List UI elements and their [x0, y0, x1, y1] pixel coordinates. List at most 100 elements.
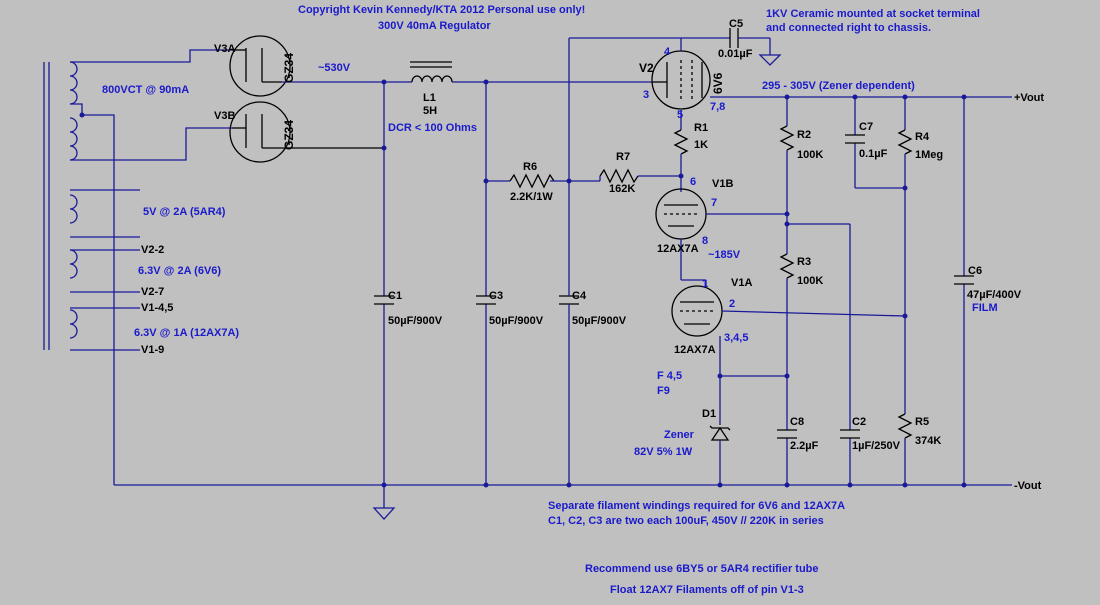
- resistor-r1: [673, 129, 689, 155]
- resistor-r4: [897, 129, 913, 155]
- label-5v-winding: 5V @ 2A (5AR4): [143, 206, 226, 218]
- pin-v1a-1: 1: [702, 278, 708, 290]
- label-r7-value: 162K: [609, 183, 635, 195]
- label-r5: R5: [915, 416, 929, 428]
- capacitor-c8: [777, 429, 797, 439]
- label-c7: C7: [859, 121, 873, 133]
- capacitor-c6: [954, 275, 974, 285]
- label-c6-type: FILM: [972, 302, 998, 314]
- label-raw-voltage: ~530V: [318, 62, 351, 74]
- label-r1: R1: [694, 122, 708, 134]
- label-c7-value: 0.1µF: [859, 148, 888, 160]
- node-v2-7: V2-7: [141, 286, 164, 298]
- label-c8: C8: [790, 416, 804, 428]
- label-12ax7-winding: 6.3V @ 1A (12AX7A): [134, 327, 239, 339]
- pin-v2-5: 5: [677, 109, 683, 121]
- label-r6: R6: [523, 161, 537, 173]
- label-v1b-cathode: ~185V: [708, 249, 741, 261]
- label-c4-value: 50µF/900V: [572, 315, 627, 327]
- label-c3-value: 50µF/900V: [489, 315, 544, 327]
- power-transformer: [43, 49, 232, 485]
- label-c1: C1: [388, 290, 402, 302]
- ground-symbol: [372, 485, 396, 520]
- label-v3b-type: GZ34: [282, 120, 296, 150]
- label-d1-value: 82V 5% 1W: [634, 446, 693, 458]
- label-v1a: V1A: [731, 277, 752, 289]
- label-r4-value: 1Meg: [915, 149, 943, 161]
- label-r3: R3: [797, 256, 811, 268]
- label-l1-value: 5H: [423, 105, 437, 117]
- pin-v2-3: 3: [643, 89, 649, 101]
- pin-v2-4: 4: [664, 46, 671, 58]
- label-v1a-type: 12AX7A: [674, 344, 716, 356]
- note-c5-2: and connected right to chassis.: [766, 22, 931, 34]
- label-v2: V2: [639, 61, 654, 75]
- label-r5-value: 374K: [915, 435, 941, 447]
- label-v3a-type: GZ34: [282, 53, 296, 83]
- capacitor-c7: [845, 134, 865, 144]
- resistor-r7: [599, 168, 639, 184]
- label-vout-range: 295 - 305V (Zener dependent): [762, 80, 915, 92]
- label-r3-value: 100K: [797, 275, 823, 287]
- resistor-r6: [509, 173, 555, 189]
- note-subtitle: 300V 40mA Regulator: [378, 20, 491, 32]
- tube-v1b-12ax7a: [655, 188, 707, 240]
- capacitor-c5: [729, 28, 782, 66]
- note-float-filaments: Float 12AX7 Filaments off of pin V1-3: [610, 584, 804, 596]
- label-hv-winding: 800VCT @ 90mA: [102, 84, 189, 96]
- pin-v1b-7: 7: [711, 197, 717, 209]
- label-r2-value: 100K: [797, 149, 823, 161]
- pin-v1a-345: 3,4,5: [724, 332, 748, 344]
- label-r2: R2: [797, 129, 811, 141]
- label-v1b-type: 12AX7A: [657, 243, 699, 255]
- pin-v2-78: 7,8: [710, 101, 725, 113]
- pass-tube-v2-6v6: [651, 50, 711, 110]
- note-filaments: Separate filament windings required for …: [548, 500, 845, 512]
- label-c3: C3: [489, 290, 503, 302]
- capacitor-c2: [840, 429, 860, 439]
- pin-v1b-8: 8: [702, 235, 708, 247]
- output-pos: +Vout: [1014, 92, 1044, 104]
- output-neg: -Vout: [1014, 480, 1042, 492]
- label-c5-value: 0.01µF: [718, 48, 753, 60]
- label-d1-type: Zener: [664, 429, 695, 441]
- note-rectifier: Recommend use 6BY5 or 5AR4 rectifier tub…: [585, 563, 819, 575]
- node-v2-2: V2-2: [141, 244, 164, 256]
- label-v3a: V3A: [214, 43, 235, 55]
- zener-d1: [709, 425, 731, 485]
- label-v3b: V3B: [214, 110, 235, 122]
- pin-v1a-2: 2: [729, 298, 735, 310]
- label-6v6-winding: 6.3V @ 2A (6V6): [138, 265, 221, 277]
- note-caps-series: C1, C2, C3 are two each 100uF, 450V // 2…: [548, 515, 824, 527]
- node-v1-9: V1-9: [141, 344, 164, 356]
- capacitor-c1: [374, 295, 394, 305]
- label-c6: C6: [968, 265, 982, 277]
- label-c2: C2: [852, 416, 866, 428]
- label-r6-value: 2.2K/1W: [510, 191, 553, 203]
- pin-v1b-6: 6: [690, 176, 696, 188]
- label-c4: C4: [572, 290, 587, 302]
- resistor-r2: [779, 125, 795, 151]
- label-l1: L1: [423, 92, 436, 104]
- label-r4: R4: [915, 131, 930, 143]
- label-v1b: V1B: [712, 178, 733, 190]
- label-d1: D1: [702, 408, 716, 420]
- label-v1a-fil-2: F9: [657, 385, 670, 397]
- note-c5-1: 1KV Ceramic mounted at socket terminal: [766, 8, 980, 20]
- label-v1a-fil-1: F 4,5: [657, 370, 682, 382]
- label-r1-value: 1K: [694, 139, 708, 151]
- label-c8-value: 2.2µF: [790, 440, 819, 452]
- resistor-r3: [779, 253, 795, 279]
- label-c6-value: 47µF/400V: [967, 289, 1022, 301]
- capacitor-c3: [476, 295, 496, 305]
- label-c1-value: 50µF/900V: [388, 315, 443, 327]
- choke-l1: [410, 61, 453, 83]
- label-c5: C5: [729, 18, 743, 30]
- resistor-r5: [897, 413, 913, 439]
- tube-v1a-12ax7a: [671, 285, 723, 337]
- label-c2-value: 1µF/250V: [852, 440, 901, 452]
- note-copyright: Copyright Kevin Kennedy/KTA 2012 Persona…: [298, 4, 585, 16]
- label-l1-dcr: DCR < 100 Ohms: [388, 122, 477, 134]
- rectifier-tube-v3a: [229, 35, 291, 97]
